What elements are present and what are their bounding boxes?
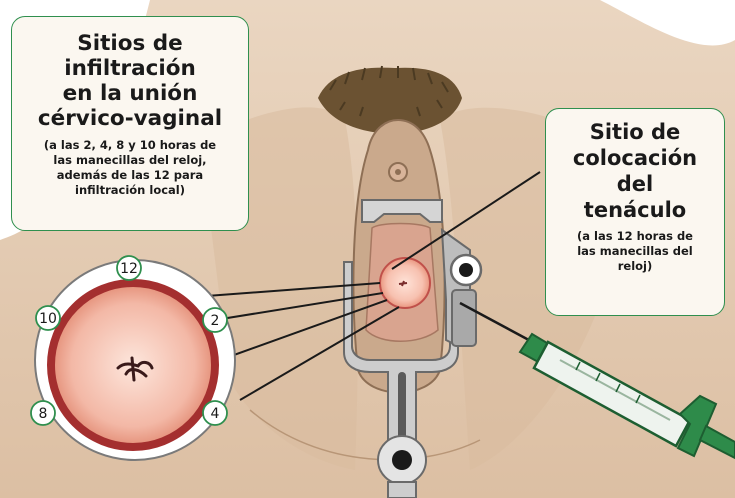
tenaculum-note: (a las 12 horas de las manecillas del re… <box>554 229 716 274</box>
clock-marker-12: 12 <box>117 256 141 280</box>
clock-marker-8: 8 <box>31 401 55 425</box>
clock-marker-2: 2 <box>203 308 227 332</box>
infiltration-note: (a las 2, 4, 8 y 10 horas de las manecil… <box>20 138 240 198</box>
svg-text:2: 2 <box>211 313 220 329</box>
svg-text:4: 4 <box>211 406 220 422</box>
tenaculum-title: Sitio de colocación del tenáculo <box>552 119 718 223</box>
tenaculum-body <box>452 290 476 346</box>
infiltration-sites-callout: Sitios de infiltración en la unión cérvi… <box>11 16 249 231</box>
infiltration-title: Sitios de infiltración en la unión cérvi… <box>18 31 242 131</box>
speculum-handle-slot <box>398 372 406 440</box>
clock-marker-10: 10 <box>36 306 60 330</box>
svg-text:8: 8 <box>39 406 48 422</box>
svg-text:10: 10 <box>39 311 57 327</box>
clock-marker-4: 4 <box>203 401 227 425</box>
svg-text:12: 12 <box>120 261 138 277</box>
tenaculum-site-callout: Sitio de colocación del tenáculo (a las … <box>545 108 725 316</box>
